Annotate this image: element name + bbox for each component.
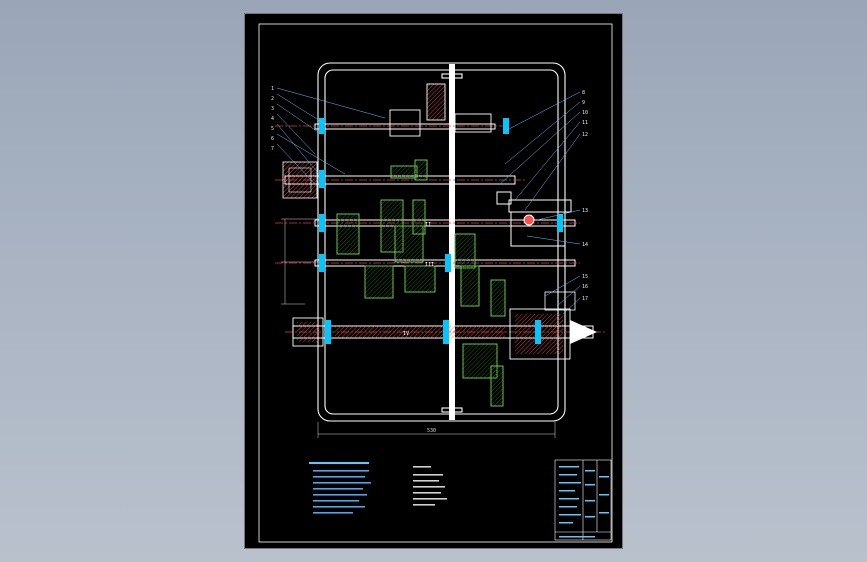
svg-text:6: 6 (271, 136, 274, 142)
part-balloons-left: 1 2 3 4 5 6 7 (271, 86, 274, 152)
input-pulley (282, 161, 318, 199)
overall-dimension (317, 422, 556, 438)
svg-text:17: 17 (582, 296, 588, 302)
inner-frame (258, 23, 613, 543)
shaft-label-iv: IV (403, 331, 409, 337)
shaft-label-ii: II (425, 222, 431, 228)
svg-text:4: 4 (271, 116, 274, 122)
technical-notes (309, 462, 371, 514)
svg-text:2: 2 (271, 96, 274, 102)
svg-text:1: 1 (271, 86, 274, 92)
top-gear-assembly (389, 83, 492, 137)
drawing-sheet: 1 2 3 4 5 6 7 8 9 10 11 12 13 14 15 16 1… (244, 13, 623, 549)
title-block (554, 459, 612, 541)
svg-text:7: 7 (271, 146, 274, 152)
technical-characteristics (413, 466, 447, 506)
part-balloons-right: 8 9 10 11 12 13 14 15 16 17 (582, 90, 588, 302)
svg-text:13: 13 (582, 208, 588, 214)
spindle-body-section (335, 326, 505, 338)
svg-text:3: 3 (271, 106, 274, 112)
svg-text:16: 16 (582, 284, 588, 290)
shafts (284, 123, 594, 339)
svg-text:15: 15 (582, 274, 588, 280)
svg-text:14: 14 (582, 242, 588, 248)
svg-text:9: 9 (582, 100, 585, 106)
svg-text:8: 8 (582, 90, 585, 96)
leader-lines (276, 87, 581, 315)
svg-text:11: 11 (582, 120, 588, 126)
shift-lever (496, 191, 572, 247)
vertical-dimensions (281, 218, 319, 305)
gearbox-assembly-drawing: 1 2 3 4 5 6 7 8 9 10 11 12 13 14 15 16 1… (258, 23, 613, 543)
svg-text:10: 10 (582, 110, 588, 116)
spindle-left-end (292, 317, 324, 347)
bearings (319, 118, 563, 344)
title-block-text (559, 466, 609, 538)
shaft-label-iii: III (425, 262, 434, 268)
shaft-top (314, 123, 496, 130)
svg-text:5: 5 (271, 126, 274, 132)
svg-text:12: 12 (582, 132, 588, 138)
overall-dimension-value: 530 (427, 428, 436, 434)
gear-sections (336, 159, 506, 407)
